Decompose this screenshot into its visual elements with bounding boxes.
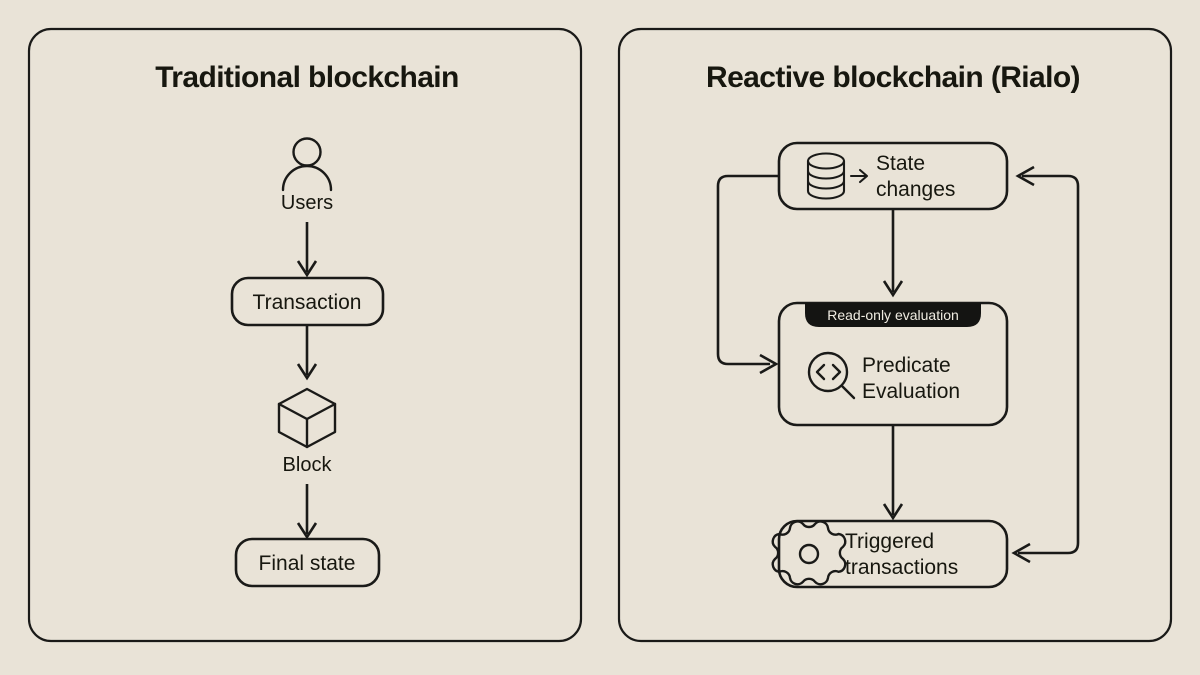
code-search-icon (807, 351, 856, 400)
arrow-predicate-to-triggered (882, 425, 904, 521)
read-only-evaluation-badge: Read-only evaluation (805, 303, 981, 327)
arrow-state-changes-to-predicate (882, 209, 904, 298)
inline-arrow-icon (849, 168, 869, 184)
person-icon (281, 137, 333, 192)
final-state-label: Final state (259, 552, 356, 575)
panel-traditional-frame (27, 27, 583, 643)
triggered-transactions-label-line2: transactions (845, 556, 958, 579)
loop-triggered-to-state-changes (1011, 165, 1080, 564)
node-triggered-transactions[interactable]: Triggered transactions (771, 519, 1009, 589)
node-transaction[interactable]: Transaction (230, 276, 385, 327)
panel-reactive-blockchain: Reactive blockchain (Rialo) (617, 27, 1173, 643)
panel-traditional-blockchain: Traditional blockchain Users Transaction (27, 27, 583, 643)
node-predicate-evaluation[interactable]: Read-only evaluation Predicate Evaluatio… (777, 301, 1009, 427)
predicate-evaluation-label-line1: Predicate (862, 354, 951, 377)
arrow-users-to-transaction (296, 222, 318, 278)
triggered-transactions-label-line1: Triggered (845, 530, 934, 553)
predicate-evaluation-label-line2: Evaluation (862, 380, 960, 403)
loop-state-changes-to-predicate (716, 174, 779, 375)
gear-icon (771, 520, 847, 586)
node-final-state[interactable]: Final state (234, 537, 381, 588)
users-label: Users (281, 192, 333, 214)
block-label: Block (283, 454, 333, 476)
panel-traditional-title: Traditional blockchain (155, 61, 459, 94)
arrow-block-to-final-state (296, 484, 318, 540)
state-changes-label-line2: changes (876, 178, 955, 201)
read-only-evaluation-badge-text: Read-only evaluation (827, 307, 959, 323)
arrow-transaction-to-block (296, 325, 318, 381)
transaction-label: Transaction (253, 291, 362, 314)
database-icon (806, 152, 846, 200)
node-state-changes[interactable]: State changes (777, 141, 1009, 211)
cube-icon (277, 387, 337, 449)
panel-reactive-title: Reactive blockchain (Rialo) (706, 61, 1080, 94)
state-changes-label-line1: State (876, 152, 925, 175)
